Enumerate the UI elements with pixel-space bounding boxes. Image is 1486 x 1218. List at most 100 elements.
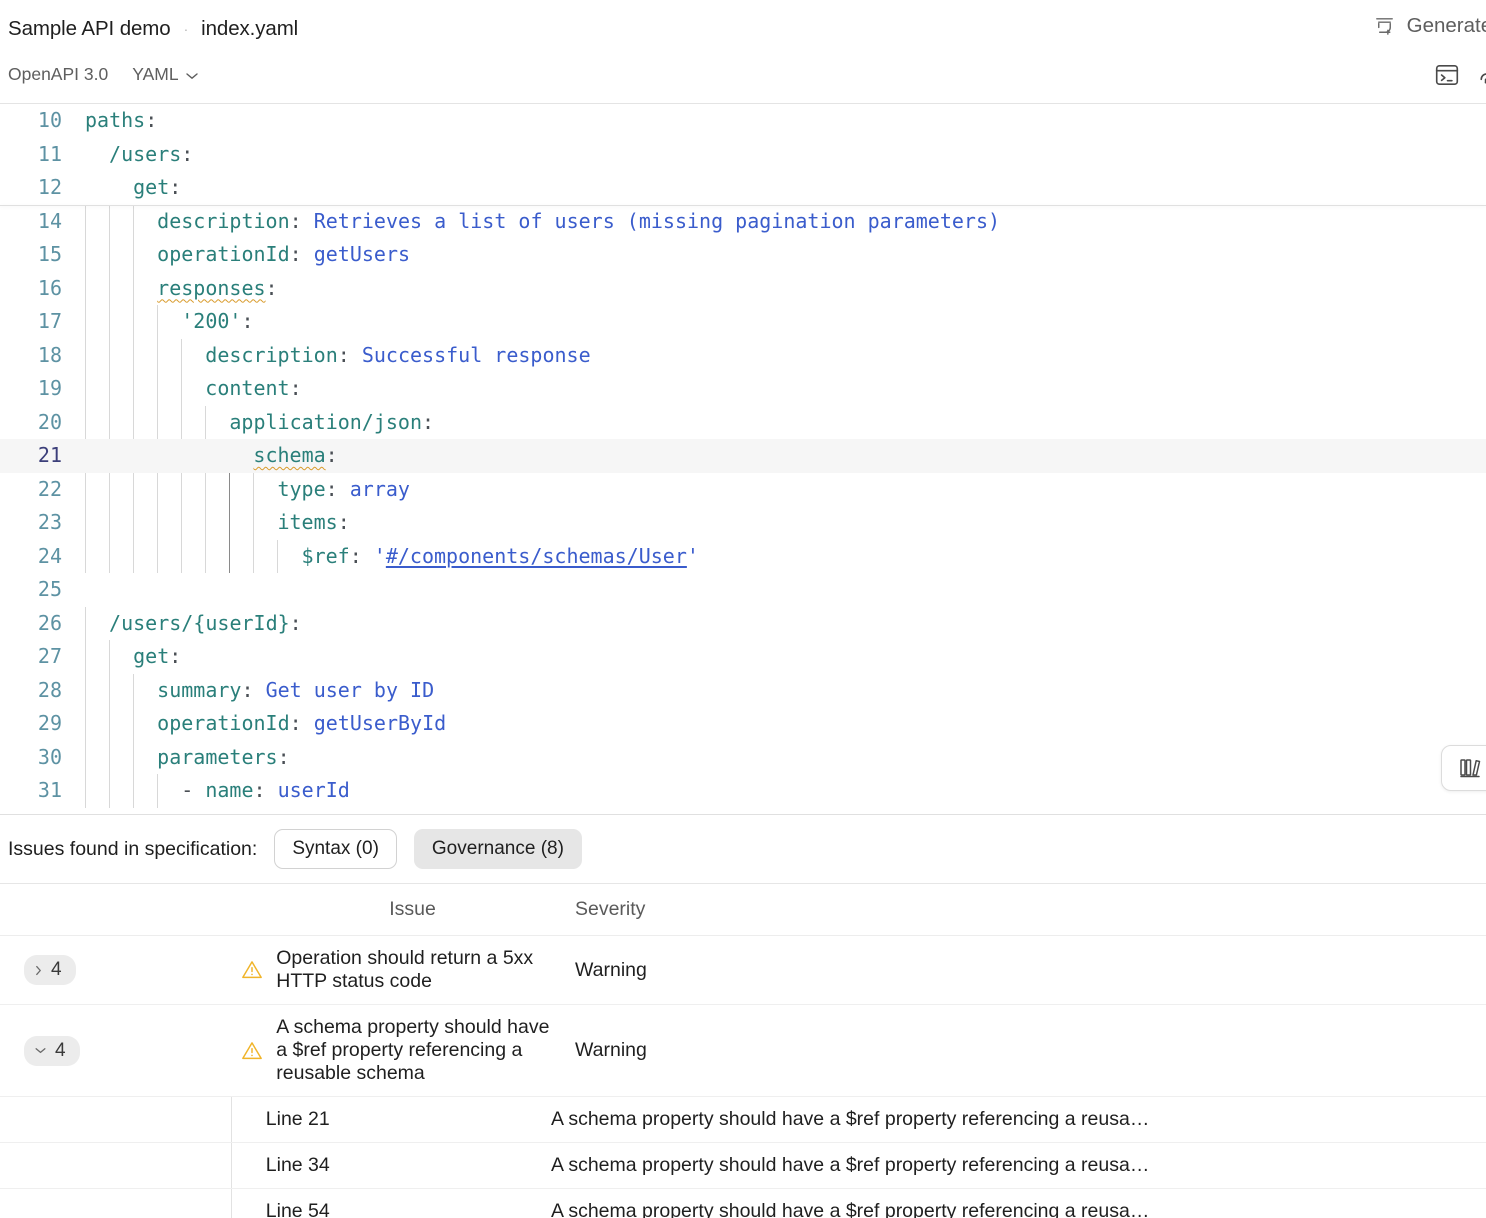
line-number: 16 xyxy=(37,275,62,300)
issue-message: A schema property should have a $ref pro… xyxy=(276,1016,550,1084)
code-token: : xyxy=(349,543,374,568)
code-token: description xyxy=(205,342,338,367)
code-line-text: summary: Get user by ID xyxy=(85,674,434,708)
issue-detail-row[interactable]: Line 34 A schema property should have a $… xyxy=(0,1142,1486,1189)
code-line-text: operationId: getUserById xyxy=(85,707,446,741)
detail-line-link[interactable]: Line 54 xyxy=(265,1200,330,1218)
tab-governance[interactable]: Governance (8) xyxy=(413,829,582,869)
breadcrumb-project[interactable]: Sample API demo xyxy=(8,17,171,40)
format-label: YAML xyxy=(132,64,179,84)
issue-detail-row[interactable]: Line 21 A schema property should have a $… xyxy=(0,1096,1486,1143)
detail-line-link[interactable]: Line 34 xyxy=(265,1154,330,1176)
code-token: : xyxy=(277,744,290,769)
code-token: - xyxy=(181,778,206,802)
format-selector[interactable]: YAML xyxy=(132,64,198,85)
line-number: 14 xyxy=(37,208,62,233)
code-token: type xyxy=(277,476,326,501)
chevron-right-icon xyxy=(35,965,42,976)
code-token: : xyxy=(289,376,302,400)
th-issue: Issue xyxy=(231,884,551,936)
detail-message: A schema property should have a $ref pro… xyxy=(550,1108,1150,1130)
code-line-text: /users/{userId}: xyxy=(85,607,302,641)
line-number: 22 xyxy=(37,476,62,501)
detail-message-cell: A schema property should have a $ref pro… xyxy=(550,1142,1486,1189)
code-token: operationId xyxy=(157,242,290,266)
issue-message-cell: A schema property should have a $ref pro… xyxy=(231,1004,551,1097)
code-line[interactable]: 26/users/{userId}: xyxy=(0,607,1486,641)
code-line-text: items: xyxy=(85,506,349,540)
line-number: 15 xyxy=(37,242,62,266)
mock-server-icon[interactable] xyxy=(1478,62,1486,88)
code-line[interactable]: 31- name: userId xyxy=(0,774,1486,808)
code-token: : xyxy=(289,711,314,735)
schema-ref-link[interactable]: #/components/schemas/User xyxy=(385,543,687,568)
warning-triangle-icon xyxy=(241,1040,263,1062)
code-line[interactable]: 25 xyxy=(0,573,1486,607)
detail-line-link[interactable]: Line 21 xyxy=(265,1108,330,1130)
collapse-group-button[interactable]: 4 xyxy=(24,1035,80,1066)
code-line-text: description: Successful response xyxy=(85,339,590,373)
code-token: summary xyxy=(157,677,242,702)
line-number: 17 xyxy=(37,309,62,333)
code-samples-button[interactable]: C xyxy=(1440,745,1486,791)
sticky-scroll-divider xyxy=(0,204,1486,206)
th-spacer xyxy=(0,884,232,936)
code-token: : xyxy=(241,677,266,702)
code-line-text: - name: userId xyxy=(85,774,350,808)
detail-message-cell: A schema property should have a $ref pro… xyxy=(550,1188,1486,1218)
code-token: parameters xyxy=(157,744,278,769)
breadcrumb-file[interactable]: index.yaml xyxy=(201,17,299,40)
line-number: 25 xyxy=(37,577,62,601)
line-number: 20 xyxy=(37,409,62,434)
generate-code-icon xyxy=(1373,15,1396,38)
app-header: Sample API demo · index.yaml OpenAPI 3.0… xyxy=(0,0,1486,104)
code-line[interactable]: 17'200': xyxy=(0,305,1486,339)
code-token: ' xyxy=(686,543,699,568)
tab-syntax[interactable]: Syntax (0) xyxy=(274,829,397,869)
issue-count: 4 xyxy=(51,959,62,980)
terminal-icon[interactable] xyxy=(1434,62,1460,88)
issues-found-label: Issues found in specification: xyxy=(8,837,258,860)
issue-detail-row[interactable]: Line 54 A schema property should have a $… xyxy=(0,1188,1486,1218)
code-line[interactable]: 11/users: xyxy=(0,137,1486,171)
table-row[interactable]: 4 A schema property should have a $ref pr… xyxy=(0,1004,1486,1097)
line-number: 19 xyxy=(37,376,62,400)
code-token: content xyxy=(205,376,290,400)
generate-code-button[interactable]: Generate Co xyxy=(1373,14,1486,38)
books-icon xyxy=(1458,756,1482,780)
line-number: 26 xyxy=(37,610,62,635)
code-token: Get user by ID xyxy=(265,677,435,702)
line-number: 11 xyxy=(37,141,62,166)
spec-meta-row: OpenAPI 3.0 YAML xyxy=(8,64,198,85)
expand-group-button[interactable]: 4 xyxy=(24,955,76,985)
code-line[interactable]: 24$ref: '#/components/schemas/User' xyxy=(0,540,1486,574)
code-line[interactable]: 19 content: xyxy=(0,372,1486,406)
issues-toolbar: Issues found in specification: Syntax (0… xyxy=(0,814,1486,884)
code-line-text: get: xyxy=(85,640,181,674)
code-token: operationId xyxy=(157,711,290,735)
code-token: get xyxy=(133,175,170,199)
line-number: 12 xyxy=(37,175,62,199)
code-token: : xyxy=(337,342,362,367)
detail-message: A schema property should have a $ref pro… xyxy=(550,1154,1150,1176)
issue-toggle-cell: 4 xyxy=(0,935,232,1005)
code-token: items xyxy=(277,510,338,534)
code-token: /users xyxy=(109,141,182,166)
